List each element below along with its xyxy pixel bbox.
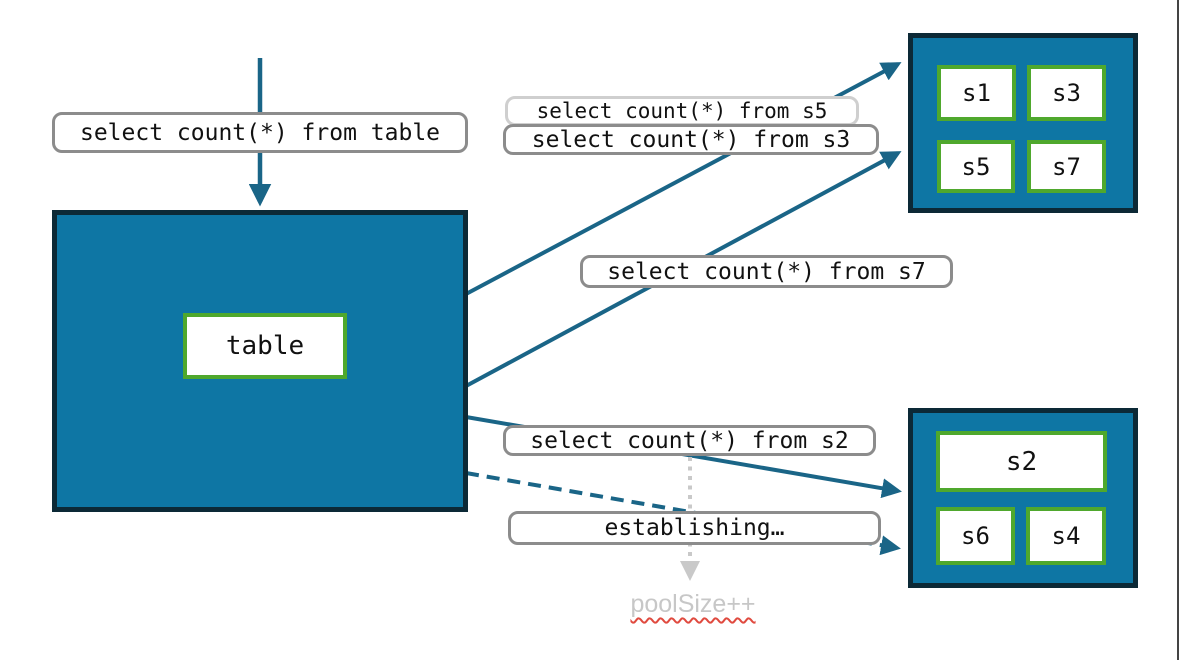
query-text-s3: select count(*) from s3	[531, 126, 851, 153]
shard-label-s1: s1	[962, 79, 991, 107]
shard-label-s5: s5	[961, 152, 991, 181]
shard-cell-s7: s7	[1027, 140, 1106, 193]
shard-cell-s3: s3	[1027, 65, 1106, 121]
table-name: table	[225, 331, 305, 361]
query-text-table: select count(*) from table	[79, 119, 441, 146]
query-label-s7: select count(*) from s7	[580, 255, 953, 288]
slide-edge-line	[1177, 0, 1179, 660]
query-label-table: select count(*) from table	[52, 112, 468, 153]
poolsize-note: poolSize++	[603, 590, 783, 619]
shard-cell-s5: s5	[937, 140, 1015, 193]
table-name-cell: table	[183, 313, 347, 379]
shard-cell-s2: s2	[936, 431, 1107, 492]
shard-cell-s4: s4	[1026, 507, 1106, 565]
query-label-s3: select count(*) from s3	[503, 124, 879, 155]
shard-label-s4: s4	[1051, 522, 1081, 550]
query-text-s7: select count(*) from s7	[607, 258, 926, 285]
shard-cell-s6: s6	[936, 507, 1015, 565]
shard-cell-s1: s1	[937, 65, 1016, 121]
query-label-s2: select count(*) from s2	[503, 425, 876, 456]
table-box: table	[52, 210, 468, 512]
poolsize-text: poolSize++	[630, 590, 756, 618]
query-label-s5: select count(*) from s5	[505, 96, 859, 126]
status-label-establishing: establishing…	[508, 511, 881, 545]
shard-label-s6: s6	[961, 522, 990, 550]
shard-group-bottom: s2 s6 s4	[908, 408, 1138, 588]
query-text-s2: select count(*) from s2	[530, 427, 849, 454]
shard-label-s3: s3	[1052, 79, 1081, 107]
query-text-s5: select count(*) from s5	[536, 99, 828, 123]
shard-group-top: s1 s3 s5 s7	[908, 33, 1138, 213]
status-text-establishing: establishing…	[604, 515, 785, 541]
shard-label-s7: s7	[1052, 152, 1081, 181]
shard-label-s2: s2	[1005, 446, 1038, 477]
